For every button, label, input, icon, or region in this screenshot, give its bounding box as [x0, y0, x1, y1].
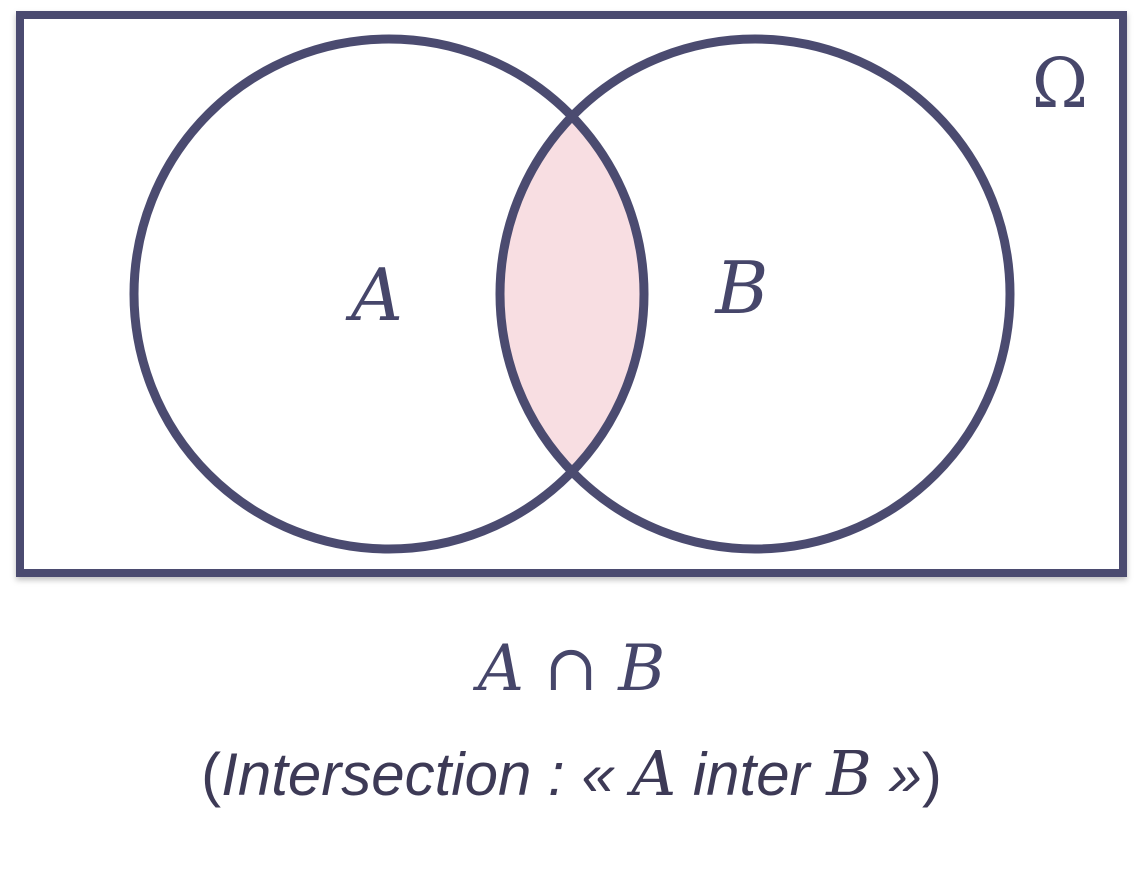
- set-b-circle: [495, 34, 1015, 554]
- caption-inter: inter: [692, 741, 810, 808]
- intersection-caption: (Intersection : « A inter B »): [0, 728, 1143, 821]
- formula-set-b: B: [618, 632, 666, 706]
- caption-close-quote: »: [888, 741, 922, 808]
- caption-open-paren: (: [201, 741, 222, 808]
- caption-set-a: A: [631, 737, 677, 810]
- intersection-formula: A ∩ B: [0, 628, 1143, 710]
- caption-open-quote: «: [581, 741, 615, 808]
- caption-word: Intersection :: [221, 741, 565, 808]
- venn-diagram: Ω A B: [16, 11, 1127, 577]
- caption-set-b: B: [826, 737, 872, 810]
- set-b-label: B: [714, 246, 769, 330]
- venn-svg: Ω A B: [16, 11, 1127, 577]
- intersection-symbol: ∩: [544, 632, 598, 706]
- caption-close-paren: ): [921, 741, 942, 808]
- set-a-label: A: [345, 253, 403, 337]
- universe-label: Ω: [1032, 45, 1088, 124]
- set-a-circle: [129, 34, 649, 554]
- formula-set-a: A: [477, 632, 524, 706]
